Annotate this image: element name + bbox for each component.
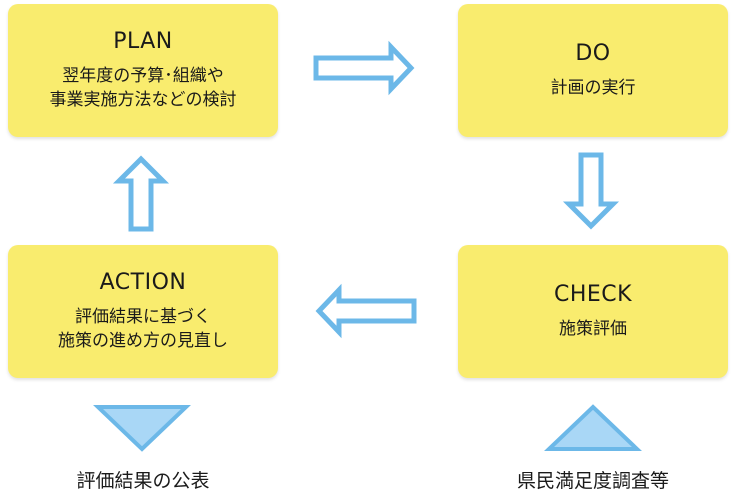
plan-box: PLAN 翌年度の予算･組織や 事業実施方法などの検討: [8, 4, 278, 137]
do-title: DO: [575, 41, 611, 66]
arrow-down-icon: [562, 152, 620, 230]
action-box: ACTION 評価結果に基づく 施策の進め方の見直し: [8, 245, 278, 378]
triangle-down-icon: [93, 405, 191, 452]
triangle-up-icon: [544, 404, 642, 451]
check-line-1: 施策評価: [559, 319, 627, 339]
check-title: CHECK: [553, 282, 633, 307]
arrow-up-icon: [112, 155, 170, 232]
arrow-right-icon: [313, 40, 415, 96]
do-box: DO 計画の実行: [458, 4, 728, 137]
plan-title: PLAN: [113, 29, 173, 54]
action-line-1: 評価結果に基づく: [75, 307, 211, 327]
caption-survey: 県民満足度調査等: [516, 470, 669, 492]
action-title: ACTION: [99, 270, 187, 295]
check-box: CHECK 施策評価: [458, 245, 728, 378]
action-line-2: 施策の進め方の見直し: [58, 331, 228, 351]
plan-line-2: 事業実施方法などの検討: [49, 90, 237, 110]
plan-line-1: 翌年度の予算･組織や: [62, 66, 224, 86]
caption-publication: 評価結果の公表: [76, 470, 210, 492]
do-line-1: 計画の実行: [550, 78, 636, 98]
arrow-left-icon: [315, 283, 417, 339]
